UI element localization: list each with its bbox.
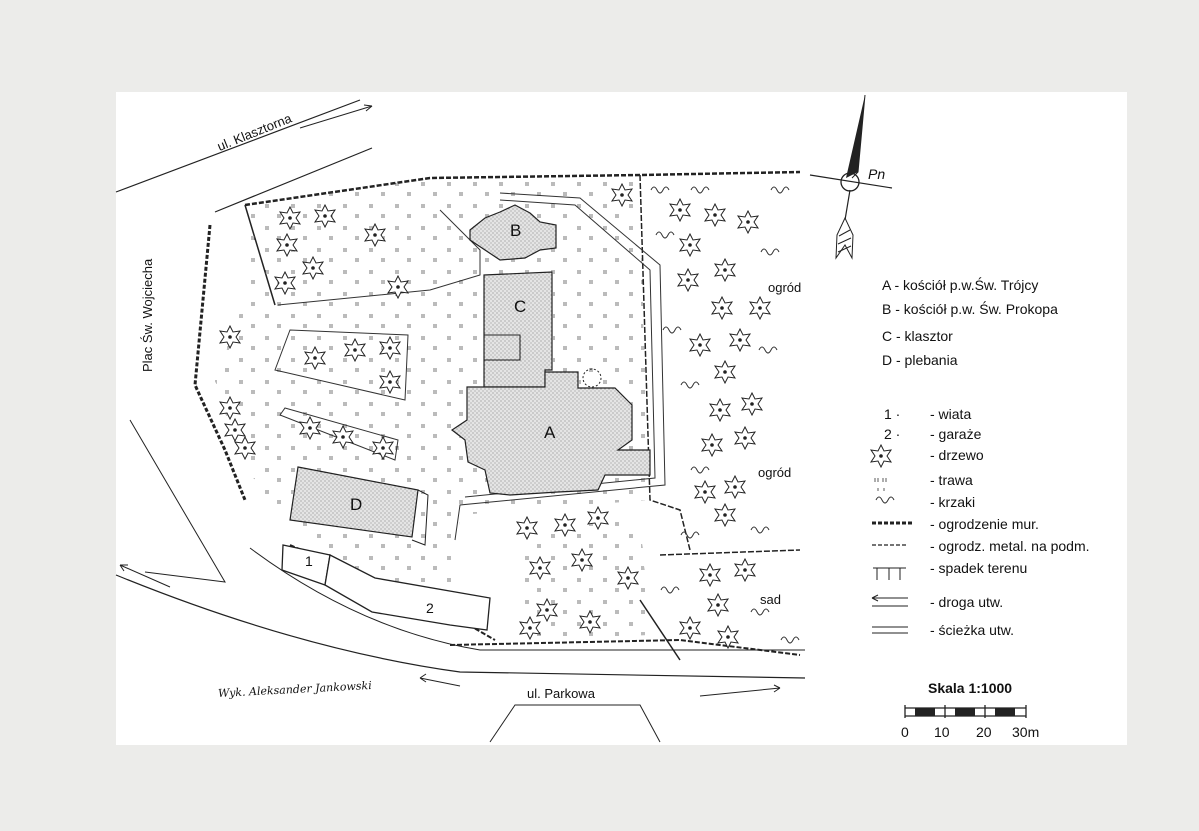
- building-b: [469, 204, 557, 261]
- street-klasztorna: [115, 99, 373, 213]
- building-a: [450, 368, 651, 496]
- building-d: [289, 466, 429, 546]
- legend-text-trawa: - trawa: [930, 472, 973, 488]
- north-arrow-icon: [809, 94, 893, 260]
- legend-text-wiata: - wiata: [930, 406, 972, 422]
- scale-tick-10: 10: [934, 724, 950, 740]
- legend-symbol-1: 1 ·: [884, 406, 901, 422]
- legend-text-krzaki: - krzaki: [930, 494, 976, 510]
- legend-text-road: - droga utw.: [930, 594, 1004, 610]
- legend-text-drzewo: - drzewo: [930, 447, 984, 463]
- garage-2: [324, 554, 491, 631]
- street-label-plac: Plac Św. Wojciecha: [140, 258, 155, 372]
- scale-tick-30m: 30m: [1012, 724, 1040, 740]
- key-item-c: C - klasztor: [882, 328, 953, 344]
- area-label-ogrod-1: ogród: [768, 280, 802, 295]
- garage-label-2: 2: [426, 600, 434, 616]
- area-label-ogrod-2: ogród: [758, 465, 792, 480]
- scale-tick-20: 20: [976, 724, 992, 740]
- legend-text-wall: - ogrodzenie mur.: [930, 516, 1039, 532]
- legend-text-metal-fence: - ogrodz. metal. na podm.: [930, 538, 1090, 554]
- building-label-d: D: [350, 495, 363, 514]
- building-label-c: C: [514, 297, 527, 316]
- garage-label-1: 1: [305, 553, 313, 569]
- legend-text-garaze: - garaże: [930, 426, 982, 442]
- legend-symbols: [870, 444, 912, 634]
- scale-bar: [904, 705, 1027, 718]
- scale-tick-0: 0: [901, 724, 909, 740]
- street-parkowa: [115, 419, 806, 743]
- scale-title: Skala 1:1000: [928, 680, 1013, 696]
- key-item-b: B - kościół p.w. Św. Prokopa: [882, 301, 1058, 317]
- legend-symbol-2: 2 ·: [884, 426, 901, 442]
- legend-text-path: - ścieżka utw.: [930, 622, 1015, 638]
- north-label: Pn: [868, 166, 886, 182]
- legend-text-slope: - spadek terenu: [930, 560, 1028, 576]
- key-item-d: D - plebania: [882, 352, 958, 368]
- key-item-a: A - kościół p.w.Św. Trójcy: [882, 277, 1039, 293]
- internal-paths: [274, 192, 666, 541]
- building-label-a: A: [544, 423, 556, 442]
- street-label-parkowa: ul. Parkowa: [527, 686, 595, 701]
- building-label-b: B: [510, 221, 522, 240]
- building-c: [483, 271, 553, 388]
- area-label-sad: sad: [760, 592, 781, 607]
